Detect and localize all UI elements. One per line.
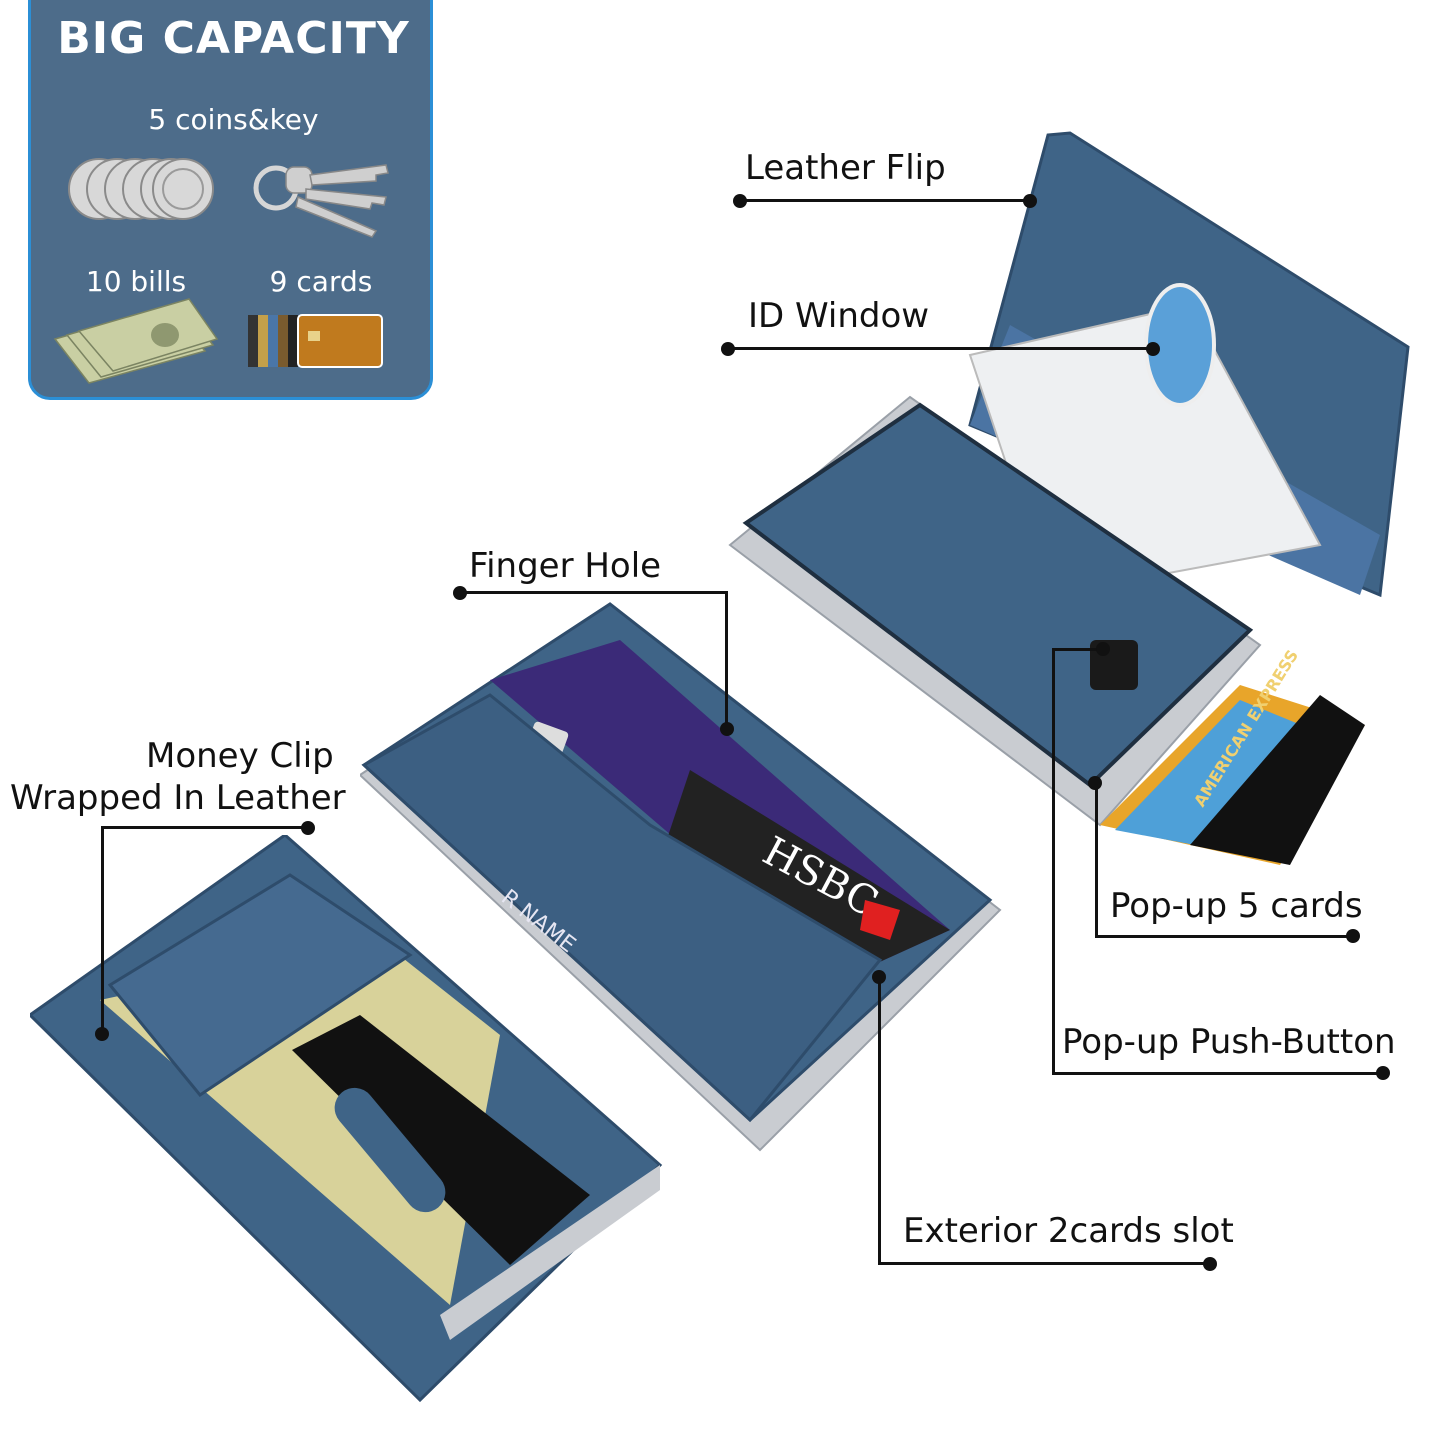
callout-line xyxy=(1052,1072,1382,1075)
callout-finger-hole: Finger Hole xyxy=(469,546,662,586)
callout-line xyxy=(101,826,104,1034)
wallet-money-clip xyxy=(30,835,663,1403)
callout-dot xyxy=(1203,1257,1217,1271)
callout-dot xyxy=(872,970,886,984)
callout-dot xyxy=(453,586,467,600)
cards-icon xyxy=(248,314,383,368)
callout-exterior-slot: Exterior 2cards slot xyxy=(903,1211,1234,1251)
callout-money-clip-line1: Money Clip xyxy=(146,736,334,776)
callout-dot xyxy=(1376,1066,1390,1080)
panel-title: BIG CAPACITY xyxy=(57,13,410,64)
callout-dot xyxy=(1346,929,1360,943)
callout-line xyxy=(1095,783,1098,938)
coins-icon xyxy=(68,158,214,220)
callout-dot xyxy=(95,1027,109,1041)
callout-line xyxy=(740,199,1030,202)
callout-dot xyxy=(1088,776,1102,790)
callout-line xyxy=(728,347,1153,350)
callout-money-clip-line2: Wrapped In Leather xyxy=(10,778,346,818)
callout-line xyxy=(460,591,728,594)
callout-dot xyxy=(1023,194,1037,208)
capacity-panel: BIG CAPACITY 5 coins&key 10 bills 9 card… xyxy=(28,0,433,400)
callout-dot xyxy=(733,194,747,208)
bills-label: 10 bills xyxy=(85,265,187,298)
cards-label: 9 cards xyxy=(269,265,373,298)
callout-line xyxy=(1052,648,1055,1074)
callout-dot xyxy=(1096,642,1110,656)
callout-line xyxy=(725,591,728,729)
callout-line xyxy=(101,826,308,829)
callout-dot xyxy=(720,722,734,736)
callout-leather-flip: Leather Flip xyxy=(745,148,946,188)
wallet-card-slot: HSBC R NAME xyxy=(360,602,1002,1152)
callout-line xyxy=(1052,648,1102,651)
callout-line xyxy=(1095,935,1353,938)
coins-key-label: 5 coins&key xyxy=(148,103,319,136)
wallet-open-flip xyxy=(728,131,1410,865)
bills-icon xyxy=(53,298,219,384)
callout-dot xyxy=(721,342,735,356)
callout-line xyxy=(878,1262,1211,1265)
callout-dot xyxy=(1146,342,1160,356)
callout-line xyxy=(878,977,881,1265)
callout-popup-cards: Pop-up 5 cards xyxy=(1110,886,1363,926)
callout-popup-button: Pop-up Push-Button xyxy=(1062,1022,1396,1062)
callout-dot xyxy=(301,821,315,835)
callout-id-window: ID Window xyxy=(748,296,930,336)
keys-icon xyxy=(253,164,389,238)
